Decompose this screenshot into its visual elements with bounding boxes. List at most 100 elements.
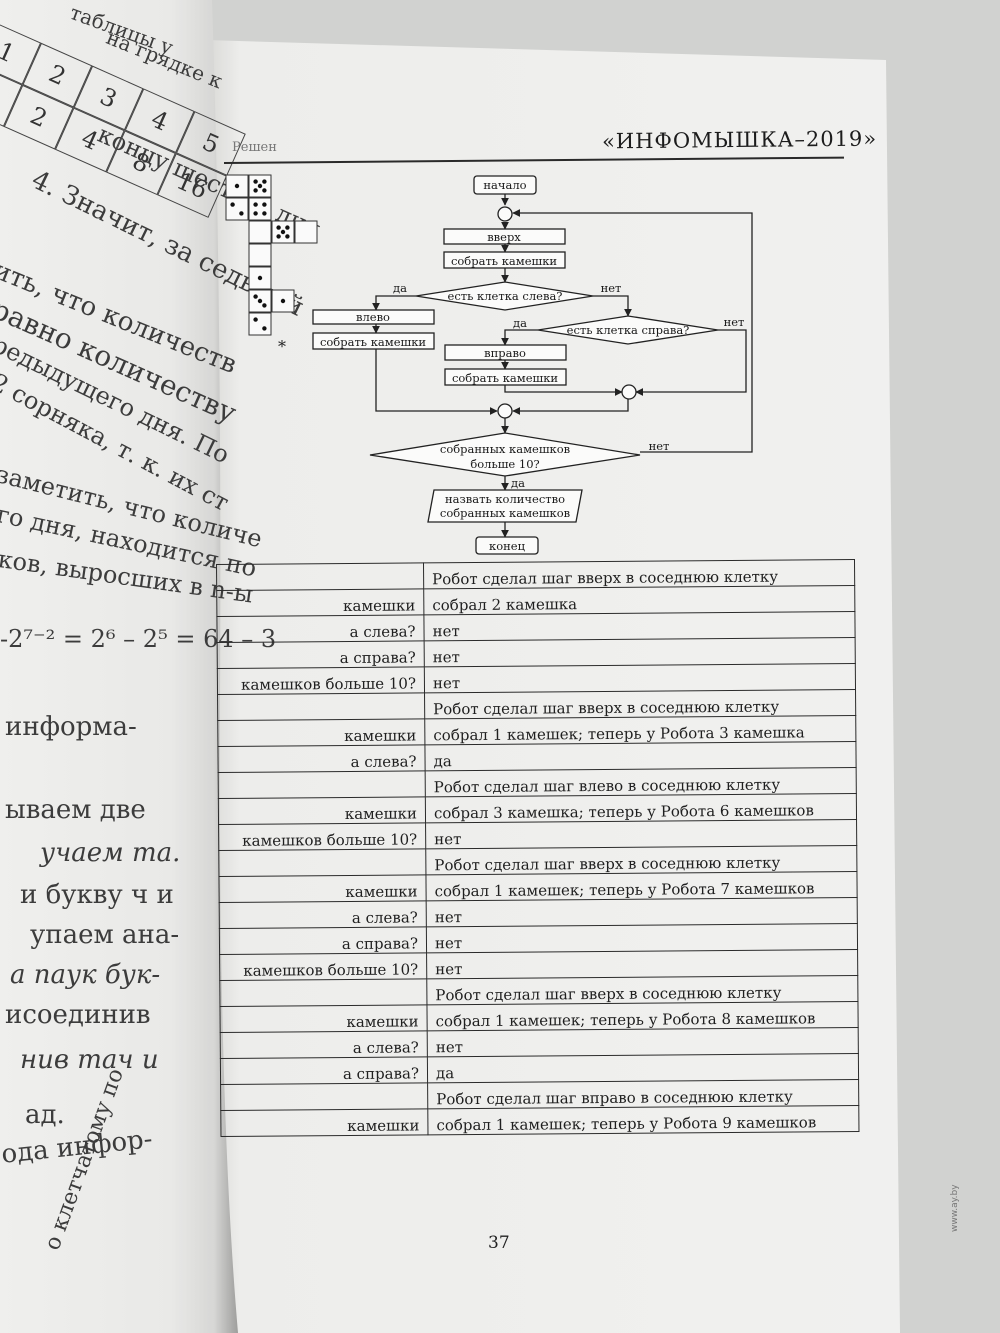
- start-block: [473, 175, 537, 195]
- junction-2: [621, 384, 637, 400]
- up-block: [443, 228, 566, 245]
- collect-block-1: [443, 251, 566, 269]
- left-page-line: исоединив: [5, 1000, 151, 1030]
- right-label: вправо: [484, 346, 526, 360]
- table-cell-action: нет: [423, 611, 856, 641]
- table-cell-step: камешков больше 10?: [217, 666, 425, 695]
- page-number: 37: [488, 1233, 510, 1253]
- table-cell-step: камешки: [219, 1004, 428, 1033]
- die-pip: [262, 303, 267, 308]
- table-cell-action: Робот сделал шаг вверх в соседнюю клетку: [425, 845, 857, 875]
- table-cell-step: а слева?: [220, 1030, 428, 1059]
- table-cell-step: [219, 978, 427, 1007]
- table-cell-action: да: [427, 1053, 859, 1083]
- left-page-line: ад.: [25, 1100, 65, 1130]
- left-page-line: учаем та.: [40, 838, 181, 868]
- table-cell-action: собрал 1 камешек; теперь у Робота 8 каме…: [426, 1001, 859, 1031]
- die-face: [248, 243, 272, 267]
- collect-label-2: собрать камешки: [320, 335, 426, 349]
- die-pip: [253, 317, 258, 322]
- condition-count: [369, 432, 641, 477]
- die-pip: [253, 179, 258, 184]
- die-pip: [230, 202, 235, 207]
- right-page: [205, 40, 900, 1333]
- die-pip: [262, 326, 267, 331]
- output-label-1: назвать количество: [445, 492, 565, 506]
- table-cell-action: Робот сделал шаг вверх в соседнюю клетку: [424, 689, 856, 719]
- die-pip: [239, 211, 244, 216]
- yes-label-3: да: [511, 476, 525, 490]
- table-cell-step: а слева?: [219, 900, 427, 929]
- table-cell-step: [217, 692, 425, 721]
- table-cell-action: Робот сделал шаг влево в соседнюю клетку: [425, 767, 857, 797]
- die-pip: [280, 298, 286, 304]
- left-page-line: нив тач и: [20, 1045, 159, 1075]
- table-cell-step: камешков больше 10?: [219, 952, 427, 981]
- table-cell-action: нет: [425, 819, 857, 849]
- die-pip: [262, 211, 267, 216]
- table-cell-step: а справа?: [220, 1056, 428, 1085]
- table-cell-action: нет: [424, 663, 856, 693]
- output-label-2: собранных камешков: [440, 506, 570, 520]
- die-pip: [262, 179, 267, 184]
- collect-label-1: собрать камешки: [451, 254, 557, 268]
- table-cell-step: а слева?: [217, 744, 426, 773]
- condition-count-label-1: собранных камешков: [440, 442, 570, 456]
- condition-count-label-2: больше 10?: [470, 457, 539, 471]
- left-page-line: информа-: [5, 712, 137, 742]
- die-pip: [276, 225, 281, 230]
- left-page-line: ываем две: [5, 795, 146, 825]
- output-block: [427, 489, 583, 523]
- solution-table: Робот сделал шаг вверх в соседнюю клетку…: [216, 559, 859, 1137]
- end-block: [475, 536, 539, 555]
- collect-block-3: [444, 368, 567, 386]
- table-cell-step: камешков больше 10?: [218, 822, 426, 851]
- no-label-3: нет: [649, 439, 670, 453]
- start-label: начало: [483, 178, 526, 192]
- junction-3: [497, 403, 513, 419]
- table-cell-action: нет: [427, 1027, 859, 1057]
- die-pip: [262, 202, 267, 207]
- no-label-2: нет: [724, 315, 745, 329]
- table-cell-action: собрал 1 камешек; теперь у Робота 3 каме…: [424, 715, 856, 745]
- die-pip: [257, 183, 263, 189]
- left-page-line: упаем ана-: [30, 920, 180, 950]
- condition-right: [537, 315, 719, 345]
- table-cell-step: камешки: [220, 1108, 428, 1137]
- end-label: конец: [489, 539, 526, 553]
- yes-label-2: да: [513, 316, 527, 330]
- condition-left-label: есть клетка слева?: [448, 289, 563, 303]
- right-block: [444, 344, 567, 361]
- left-label: влево: [356, 310, 390, 324]
- table-cell-action: нет: [424, 637, 856, 667]
- table-cell-action: собрал 3 камешка; теперь у Робота 6 каме…: [425, 793, 857, 823]
- die-pip: [276, 234, 281, 239]
- die-pip: [280, 229, 286, 235]
- die-pip: [253, 294, 258, 299]
- table-cell-action: Робот сделал шаг вверх в соседнюю клетку: [423, 559, 855, 589]
- die-pip: [253, 202, 258, 207]
- table-cell-action: собрал 2 камешка: [423, 585, 855, 615]
- watermark: www.ay.by: [950, 1184, 960, 1232]
- star-mark: *: [278, 337, 286, 356]
- die-pip: [262, 188, 267, 193]
- table-cell-step: а слева?: [216, 614, 425, 643]
- table-cell-action: собрал 1 камешек; теперь у Робота 7 каме…: [425, 871, 858, 901]
- die-pip: [253, 188, 258, 193]
- condition-right-label: есть клетка справа?: [567, 323, 690, 337]
- table-cell-action: Робот сделал шаг вверх в соседнюю клетку: [426, 975, 858, 1005]
- die-pip: [257, 275, 263, 281]
- die-face: [248, 220, 272, 244]
- die-pip: [234, 183, 240, 189]
- table-cell-step: [218, 848, 426, 877]
- collect-label-3: собрать камешки: [452, 371, 558, 385]
- no-label-1: нет: [601, 281, 622, 295]
- table-cell-action: нет: [426, 897, 858, 927]
- junction-1: [497, 206, 513, 222]
- table-cell-step: а справа?: [219, 926, 427, 955]
- die-pip: [253, 211, 258, 216]
